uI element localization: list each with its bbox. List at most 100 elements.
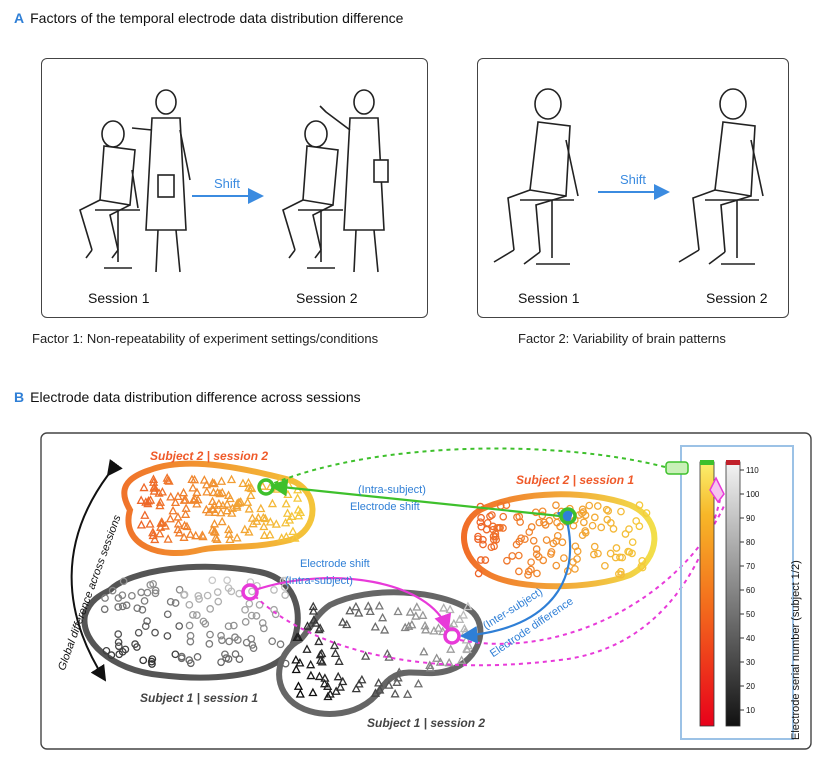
factor1-shift-label: Shift <box>214 176 241 191</box>
triangle-glyph <box>411 611 421 620</box>
triangle-glyph <box>380 625 390 634</box>
triangle-glyph <box>287 511 297 521</box>
circle-glyph <box>578 509 586 518</box>
triangle-glyph <box>234 497 244 507</box>
triangle-glyph <box>375 685 385 694</box>
colorbar-tick-label: 100 <box>746 490 760 499</box>
circle-glyph <box>279 576 288 585</box>
triangle-glyph <box>302 621 313 630</box>
triangle-glyph <box>222 505 232 515</box>
circle-glyph <box>163 632 172 640</box>
triangle-glyph <box>374 601 384 610</box>
triangle-glyph <box>457 655 467 664</box>
triangle-glyph <box>168 505 178 515</box>
triangle-glyph <box>248 518 258 528</box>
circle-glyph <box>585 501 594 510</box>
triangle-glyph <box>420 620 430 630</box>
circle-glyph <box>171 599 180 607</box>
triangle-glyph <box>232 532 242 542</box>
triangle-glyph <box>210 507 220 516</box>
triangle-glyph <box>449 618 459 628</box>
circle-glyph <box>235 655 244 664</box>
colorbar-tick-label: 110 <box>746 466 759 475</box>
triangle-glyph <box>311 618 321 627</box>
circle-glyph <box>131 640 139 648</box>
triangle-glyph <box>145 495 156 504</box>
triangle-glyph <box>293 493 303 502</box>
triangle-glyph <box>181 509 191 518</box>
circle-glyph <box>242 638 251 647</box>
triangle-glyph <box>236 496 246 506</box>
triangle-glyph <box>446 644 456 653</box>
triangle-glyph <box>265 529 275 539</box>
highlight-ring-magenta-1 <box>241 583 259 601</box>
circle-glyph <box>175 585 184 594</box>
triangle-glyph <box>315 649 325 659</box>
triangle-glyph <box>179 532 189 541</box>
circle-glyph <box>203 591 212 600</box>
circle-glyph <box>122 601 131 610</box>
colorbar-gray <box>725 461 741 727</box>
circle-glyph <box>628 549 636 558</box>
circle-glyph <box>175 622 184 630</box>
circle-glyph <box>218 636 226 645</box>
circle-glyph <box>247 611 256 620</box>
triangle-glyph <box>260 513 270 523</box>
triangle-glyph <box>202 486 212 496</box>
colorbar-tick-label: 60 <box>746 586 755 595</box>
colorbar-hot <box>699 461 715 727</box>
triangle-glyph <box>145 519 155 528</box>
section-b-letter: B <box>14 389 25 405</box>
triangle-glyph <box>363 601 373 610</box>
circle-glyph <box>502 501 511 510</box>
triangle-glyph <box>338 676 348 686</box>
dashed-magenta-link-1 <box>254 499 721 667</box>
colorbar-tick-label: 70 <box>746 562 755 571</box>
triangle-glyph <box>306 659 316 669</box>
circle-glyph <box>231 650 240 658</box>
circle-glyph <box>227 587 236 596</box>
triangle-glyph <box>157 517 167 526</box>
circle-glyph <box>163 610 172 619</box>
circle-glyph <box>252 612 261 620</box>
subject-seated-icon-3 <box>493 88 579 265</box>
triangle-glyph <box>150 534 160 544</box>
experimenter-icon <box>131 89 191 273</box>
circle-glyph <box>637 562 646 571</box>
highlight-ring-green-2 <box>559 507 577 525</box>
circle-glyph <box>217 658 225 667</box>
triangle-glyph <box>393 606 403 616</box>
circle-glyph <box>206 605 215 613</box>
triangle-glyph <box>308 606 319 615</box>
triangle-glyph <box>209 526 219 536</box>
circle-glyph <box>615 570 623 578</box>
colorbar-tick-label: 30 <box>746 658 755 667</box>
circle-glyph <box>193 653 202 661</box>
circle-glyph <box>217 631 225 640</box>
circle-glyph <box>635 522 644 531</box>
circle-glyph <box>186 631 195 640</box>
intra-subject-arrow-s1 <box>254 577 452 633</box>
circle-glyph <box>230 621 238 630</box>
circle-glyph <box>593 502 602 510</box>
triangle-glyph <box>331 686 341 695</box>
triangle-glyph <box>243 497 253 506</box>
triangle-glyph <box>291 654 301 664</box>
triangle-glyph <box>319 678 330 688</box>
circle-glyph <box>225 637 234 646</box>
triangle-glyph <box>247 483 257 493</box>
circle-glyph <box>635 501 644 509</box>
circle-glyph <box>259 624 268 633</box>
triangle-glyph <box>404 621 414 630</box>
circle-glyph <box>193 611 201 620</box>
triangle-glyph <box>293 681 304 690</box>
circle-glyph <box>581 511 590 520</box>
triangle-glyph <box>149 481 159 491</box>
circle-glyph <box>270 586 278 594</box>
triangle-glyph <box>223 490 234 499</box>
circle-glyph <box>588 521 597 530</box>
circle-glyph <box>241 618 250 626</box>
triangle-glyph <box>188 495 198 504</box>
triangle-glyph <box>199 475 209 484</box>
triangle-glyph <box>354 608 364 617</box>
